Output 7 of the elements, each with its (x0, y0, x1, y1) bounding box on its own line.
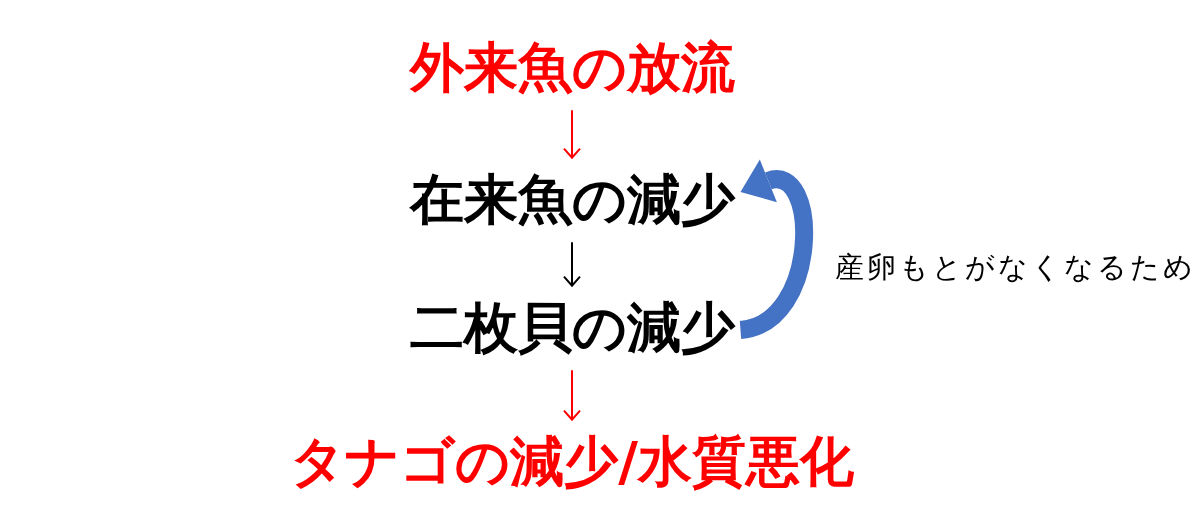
step-text: 外来魚の放流 (409, 39, 735, 97)
arrow (563, 109, 581, 159)
step-text: タナゴの減少/水質悪化 (290, 433, 854, 491)
step-text: 在来魚の減少 (409, 171, 735, 229)
arrow (563, 369, 581, 421)
arrow (563, 241, 581, 287)
step-text: 二枚貝の減少 (409, 299, 735, 357)
